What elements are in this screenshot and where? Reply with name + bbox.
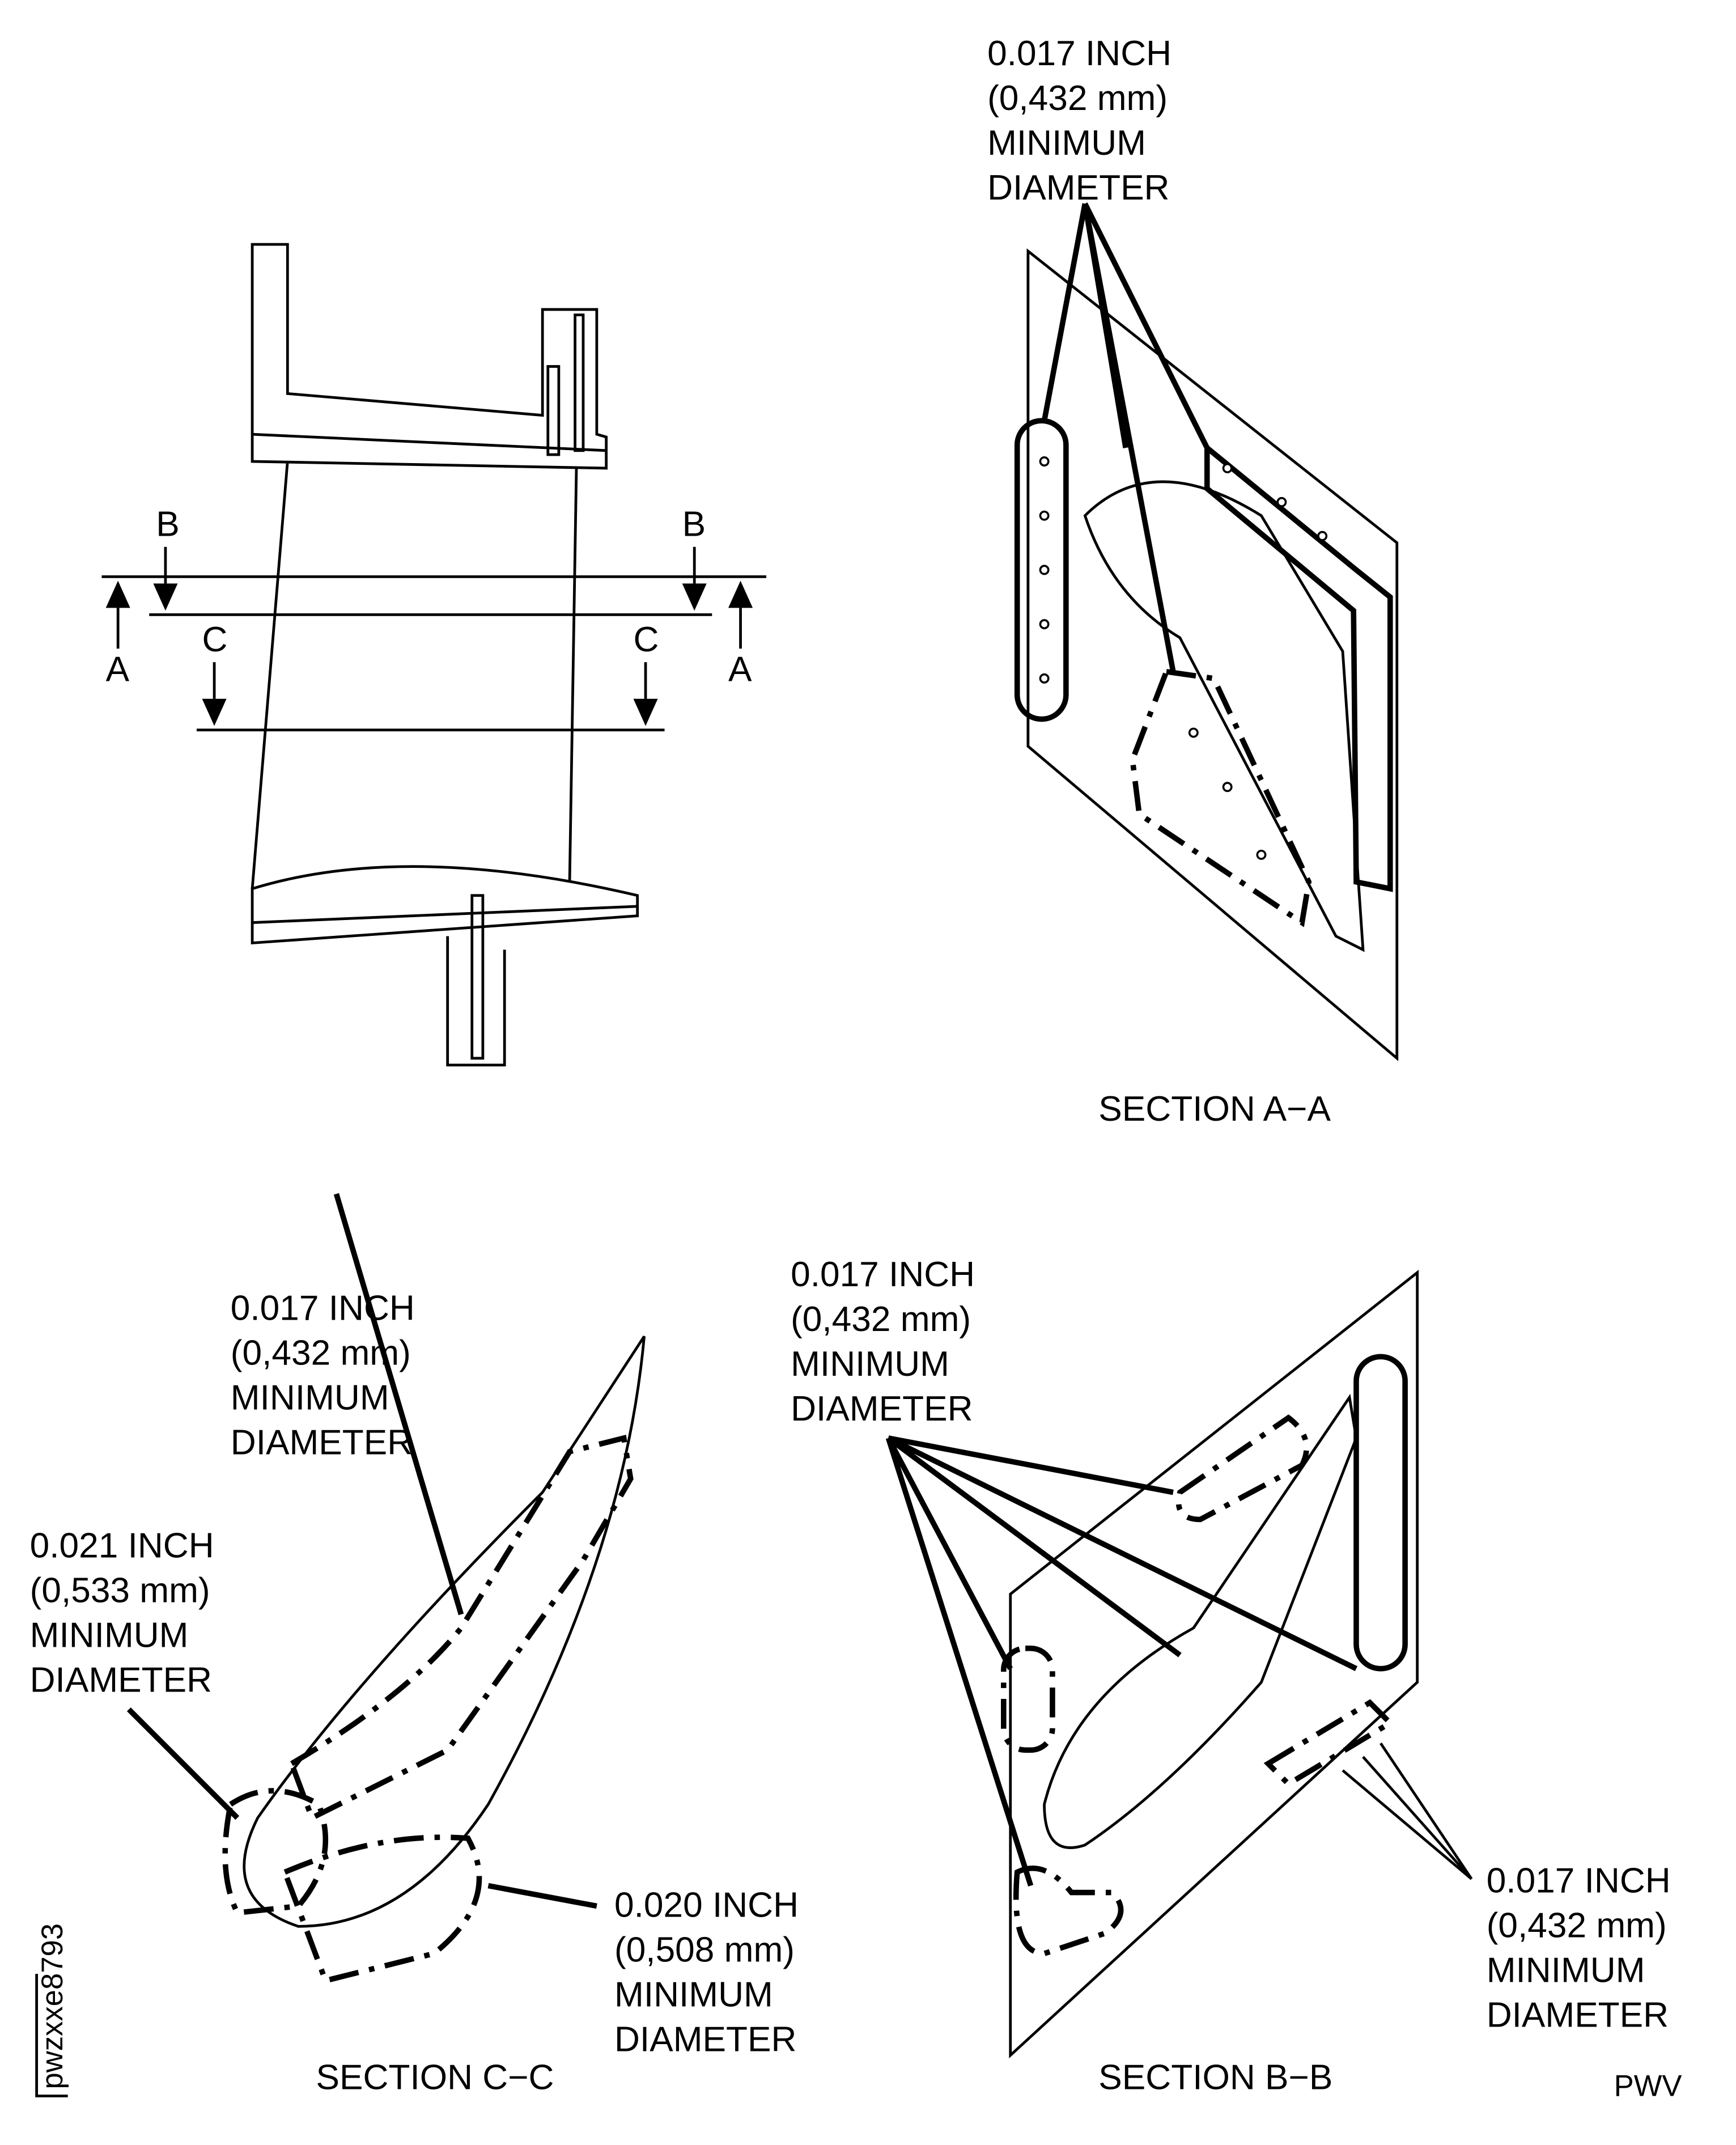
figure-id: pwzxxe8793 bbox=[36, 1923, 69, 2089]
section-a-title: SECTION A−A bbox=[1098, 1090, 1331, 1129]
section-c-callout-lower: 0.020 INCH (0,508 mm) MINIMUM DIAMETER bbox=[614, 1886, 808, 2059]
section-b-b-view: 0.017 INCH (0,432 mm) MINIMUM DIAMETER 0… bbox=[791, 1255, 1680, 2097]
blade-side-view: B B A A C C bbox=[101, 243, 767, 1067]
section-a-a-view: 0.017 INCH (0,432 mm) MINIMUM DIAMETER S… bbox=[987, 34, 1399, 1129]
footer-code: PWV bbox=[1614, 2069, 1682, 2102]
marker-b-right: B bbox=[682, 505, 706, 544]
section-a-callout: 0.017 INCH (0,432 mm) MINIMUM DIAMETER bbox=[987, 34, 1181, 207]
section-b-callout-left: 0.017 INCH (0,432 mm) MINIMUM DIAMETER bbox=[791, 1255, 984, 1428]
section-c-callout-left: 0.021 INCH (0,533 mm) MINIMUM DIAMETER bbox=[30, 1526, 224, 1699]
marker-a-left: A bbox=[106, 650, 130, 689]
marker-c-right: C bbox=[634, 620, 659, 659]
marker-a-right: A bbox=[728, 650, 752, 689]
section-arrows bbox=[105, 546, 753, 726]
section-b-title: SECTION B−B bbox=[1098, 2058, 1332, 2097]
section-c-c-view: 0.017 INCH (0,432 mm) MINIMUM DIAMETER 0… bbox=[30, 1193, 808, 2097]
marker-b-left: B bbox=[156, 505, 179, 544]
section-b-callout-right: 0.017 INCH (0,432 mm) MINIMUM DIAMETER bbox=[1487, 1862, 1680, 2035]
marker-c-left: C bbox=[202, 620, 228, 659]
section-c-callout-upper: 0.017 INCH (0,432 mm) MINIMUM DIAMETER bbox=[231, 1289, 425, 1462]
section-c-title: SECTION C−C bbox=[316, 2058, 554, 2097]
